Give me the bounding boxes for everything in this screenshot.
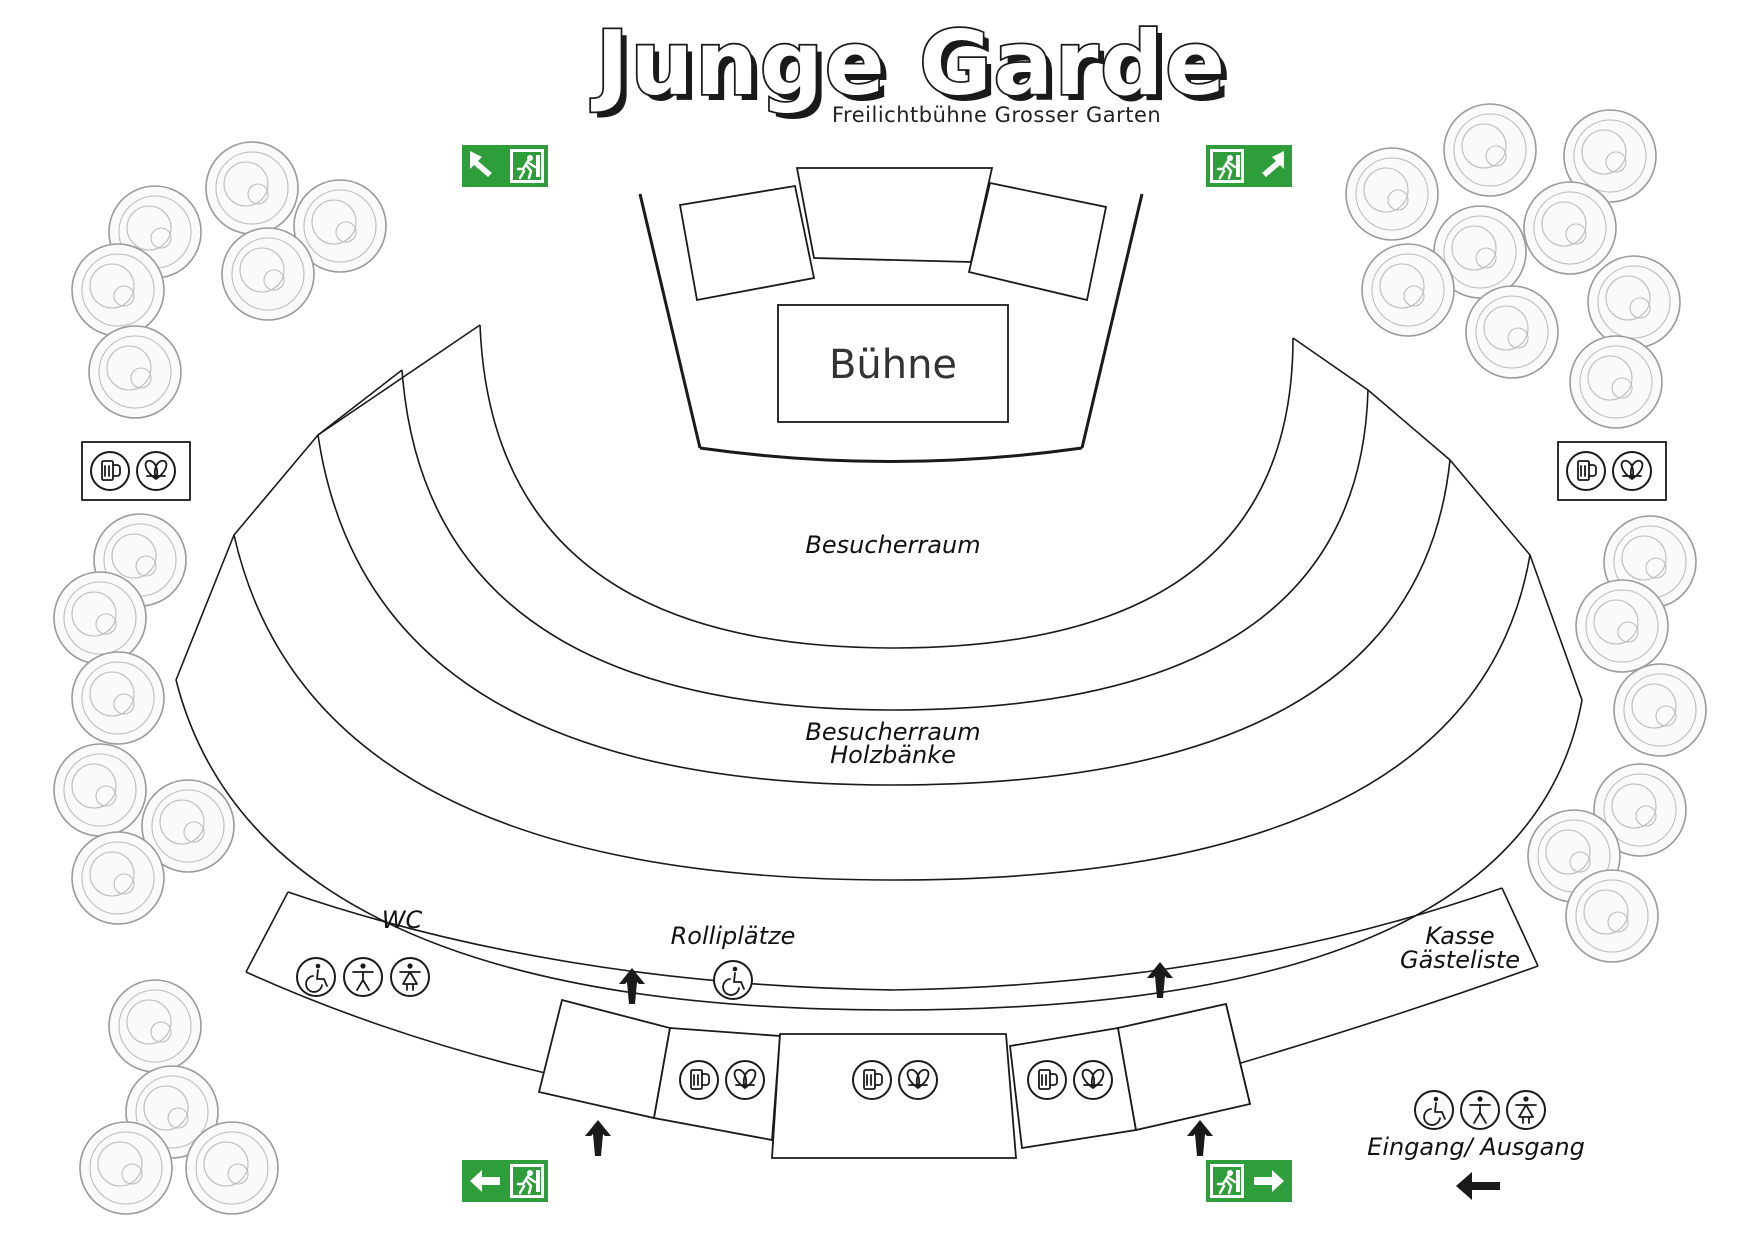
tree-icon bbox=[1443, 103, 1537, 197]
tree-icon bbox=[71, 651, 165, 745]
tree-icon bbox=[1361, 243, 1455, 337]
row-arc-2 bbox=[401, 369, 1369, 711]
stage-area: Bühne bbox=[638, 167, 1144, 463]
stage-wall-right bbox=[1080, 193, 1144, 449]
arrow-left-icon bbox=[1456, 1172, 1500, 1200]
exit-sign-top-left bbox=[462, 145, 548, 187]
tree-icon bbox=[1523, 181, 1617, 275]
emergency-exit-icon bbox=[508, 147, 546, 185]
booth-center bbox=[771, 1033, 1017, 1159]
subtitle: Freilichtbühne Grosser Garten bbox=[832, 103, 1161, 127]
stage-block-right bbox=[967, 181, 1108, 302]
beer-mug-icon bbox=[852, 1060, 892, 1100]
label-visitor-benches-1: Besucherraum bbox=[805, 718, 980, 746]
tree-icon bbox=[1587, 255, 1681, 349]
stage-front-edge bbox=[699, 446, 1083, 463]
service-band-right-end bbox=[1501, 887, 1539, 967]
tree-icon bbox=[53, 571, 147, 665]
booth-left-1 bbox=[537, 998, 672, 1120]
tree-icon bbox=[205, 141, 299, 235]
wheelchair-icon bbox=[713, 960, 753, 1000]
tree-icon bbox=[1613, 663, 1707, 757]
title-shadow: Junge Garde bbox=[597, 18, 1233, 121]
emergency-exit-icon bbox=[1208, 147, 1246, 185]
label-visitor-benches-2: Holzbänke bbox=[830, 741, 956, 769]
label-entrance-exit: Eingang/ Ausgang bbox=[1367, 1133, 1585, 1161]
tree-icon bbox=[71, 831, 165, 925]
beer-mug-icon bbox=[679, 1060, 719, 1100]
stage-label: Bühne bbox=[829, 342, 957, 388]
tree-icon bbox=[71, 243, 165, 337]
pretzel-icon bbox=[725, 1060, 765, 1100]
service-band: WC Rolliplätze Kasse Gästeliste bbox=[245, 887, 1539, 1159]
tree-icon bbox=[1345, 147, 1439, 241]
beer-mug-icon bbox=[90, 451, 130, 491]
tree-icon bbox=[221, 227, 315, 321]
tree-icon bbox=[88, 325, 182, 419]
tree-icon bbox=[185, 1121, 279, 1215]
female-person-icon bbox=[390, 957, 430, 997]
arrow-up-left-icon bbox=[470, 151, 492, 177]
title-group: Junge Garde Junge Garde Freilichtbühne G… bbox=[589, 10, 1233, 127]
exit-sign-bottom-right bbox=[1206, 1160, 1292, 1202]
audience-area: Besucherraum Besucherraum Holzbänke bbox=[175, 324, 1583, 1011]
arrow-right-icon bbox=[1254, 1170, 1284, 1192]
stage-wall-left bbox=[638, 193, 702, 449]
row-arc-4 bbox=[233, 534, 1531, 881]
row-side-right bbox=[1292, 337, 1583, 701]
label-wc: WC bbox=[382, 906, 423, 934]
tree-icon bbox=[1465, 285, 1559, 379]
booth-divider bbox=[1225, 1003, 1251, 1105]
stage-box bbox=[777, 304, 1009, 423]
kiosk-right bbox=[1557, 441, 1667, 501]
stage-block-left bbox=[678, 184, 816, 302]
tree-icon bbox=[1575, 579, 1669, 673]
male-person-icon bbox=[1460, 1090, 1500, 1130]
tree-icon bbox=[1569, 335, 1663, 429]
tree-icon bbox=[79, 1121, 173, 1215]
entrance-exit-group: Eingang/ Ausgang bbox=[1367, 1090, 1585, 1200]
label-visitor-area: Besucherraum bbox=[805, 531, 980, 559]
kiosk-left bbox=[81, 441, 191, 501]
female-person-icon bbox=[1506, 1090, 1546, 1130]
beer-mug-icon bbox=[1566, 451, 1606, 491]
pretzel-icon bbox=[1612, 451, 1652, 491]
emergency-exit-icon bbox=[1208, 1162, 1246, 1200]
label-cashier: Kasse bbox=[1425, 922, 1494, 950]
exit-sign-top-right bbox=[1206, 145, 1292, 187]
pretzel-icon bbox=[1073, 1060, 1113, 1100]
stage-block-center bbox=[795, 167, 994, 263]
emergency-exit-icon bbox=[508, 1162, 546, 1200]
service-band-top bbox=[287, 887, 1503, 991]
row-side-left bbox=[175, 324, 481, 681]
arrow-left-icon bbox=[470, 1170, 500, 1192]
wheelchair-icon bbox=[296, 957, 336, 997]
row-arc-1 bbox=[479, 324, 1294, 649]
arrow-up-icon bbox=[1147, 962, 1173, 998]
arrow-up-icon bbox=[619, 968, 645, 1004]
tree-icon bbox=[1565, 869, 1659, 963]
row-arc-3 bbox=[317, 434, 1451, 786]
row-divider-left bbox=[317, 369, 403, 436]
tree-icon bbox=[108, 979, 202, 1073]
row-arc-5 bbox=[175, 679, 1583, 1011]
pretzel-icon bbox=[136, 451, 176, 491]
beer-mug-icon bbox=[1027, 1060, 1067, 1100]
tree-icon bbox=[53, 743, 147, 837]
pretzel-icon bbox=[898, 1060, 938, 1100]
service-band-left-end bbox=[245, 891, 289, 973]
label-wheelchair-spaces: Rolliplätze bbox=[671, 922, 796, 950]
arrow-up-icon bbox=[585, 1120, 611, 1156]
exit-sign-bottom-left bbox=[462, 1160, 548, 1202]
arrow-up-right-icon bbox=[1262, 151, 1284, 177]
male-person-icon bbox=[343, 957, 383, 997]
title: Junge Garde bbox=[591, 12, 1227, 115]
label-guest-list: Gästeliste bbox=[1400, 946, 1520, 974]
wheelchair-icon bbox=[1414, 1090, 1454, 1130]
arrow-up-icon bbox=[1187, 1120, 1213, 1156]
